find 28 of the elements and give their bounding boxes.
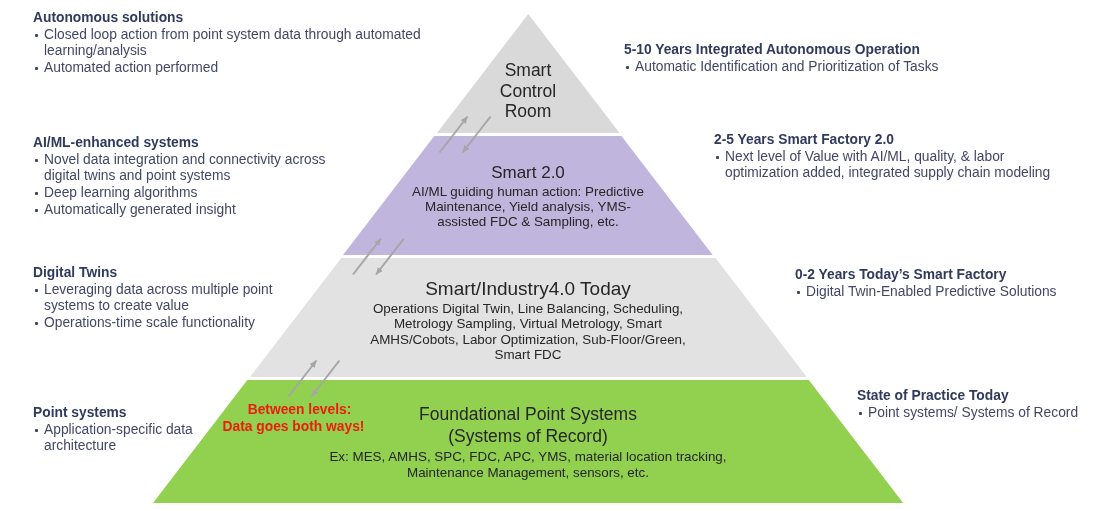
level-title: Smart/Industry4.0 Today [424,278,632,300]
bullet-item: Digital Twin-Enabled Predictive Solutions [795,283,1057,301]
level-title: Smart Control Room [498,60,558,122]
level-description: Operations Digital Twin, Line Balancing, Scheduling, Metrology Sampling, Virtual Metrology, Smart AMHS/Cobots, Labor Optimization, Sub-Floor/Green, Smart FDC [369,301,687,363]
bullet-item: Deep learning algorithms [33,185,198,202]
note-text: Between levels: Data goes both ways! [221,401,366,435]
section-heading: 0-2 Years Today’s Smart Factory [795,267,1007,284]
section-heading: Autonomous solutions [33,10,184,27]
section-heading: State of Practice Today [857,388,1009,405]
pyramid-level [436,14,620,133]
level-title: Smart 2.0 [490,163,566,183]
arrow [352,237,382,276]
level-description: Ex: MES, AMHS, SPC, FDC, APC, YMS, material location tracking, Maintenance Management, sensors, etc. [328,449,728,480]
section-heading: Digital Twins [33,265,118,282]
level-description: AI/ML guiding human action: Predictive Maintenance, Yield analysis, YMS-assisted FDC & Sampling, etc. [411,184,645,229]
arrow [287,359,318,398]
pyramid-level [343,136,713,255]
arrow [310,359,341,398]
bullet-item: Automatically generated insight [33,201,236,219]
arrow [438,115,469,154]
section-heading: AI/ML-enhanced systems [33,135,199,152]
arrow [375,237,405,276]
level-title: Foundational Point Systems (Systems of Record) [418,403,638,447]
bullet-item: Point systems/ Systems of Record [857,404,1079,422]
section-heading: Point systems [33,405,127,422]
bullet-item: Operations-time scale functionality [33,315,255,332]
bullet-item: Automated action performed [33,60,219,77]
arrow [461,115,492,154]
